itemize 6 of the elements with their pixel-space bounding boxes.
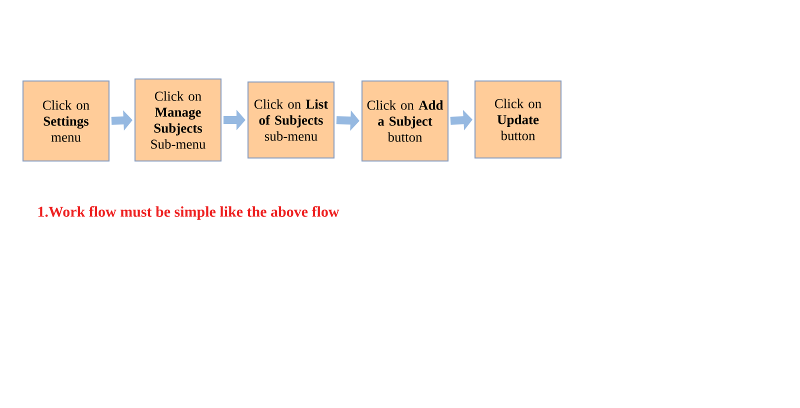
process-box: Click on Add a Subject button — [362, 80, 448, 162]
process-box: Click on List of Subjects sub-menu — [248, 82, 334, 158]
process-box: Click on Update button — [474, 80, 562, 158]
process-box: Click on Manage Subjects Sub-menu — [134, 78, 222, 162]
process-box: Click on Settings menu — [22, 80, 110, 162]
note-text: 1.Work flow must be simple like the above flow — [38, 206, 340, 220]
